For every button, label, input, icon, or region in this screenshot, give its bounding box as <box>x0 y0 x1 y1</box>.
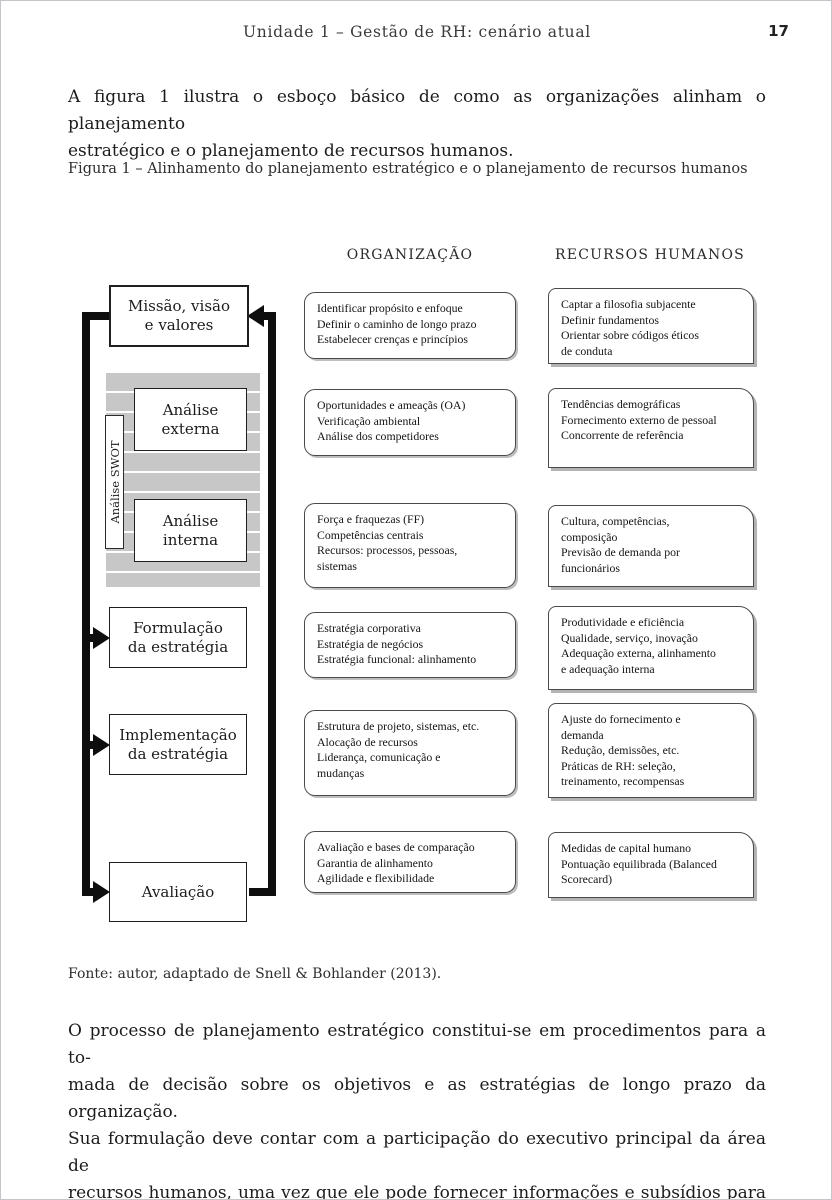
column-header-human-resources: RECURSOS HUMANOS <box>555 247 745 263</box>
hr-box-avaliacao: Medidas de capital humano Pontuação equi… <box>548 832 754 898</box>
flow-line-bottom-right-stub <box>249 888 276 896</box>
hr-box-implementacao: Ajuste do fornecimento e demanda Redução… <box>548 703 754 798</box>
org-box-analise-externa: Oportunidades e ameaçãs (OA) Verificação… <box>304 389 516 456</box>
flow-line-to-formulacao <box>82 634 96 642</box>
intro-paragraph: A figura 1 ilustra o esboço básico de co… <box>68 84 766 165</box>
figure-caption: Figura 1 – Alinhamento do planejamento e… <box>68 161 748 177</box>
column-header-organization: ORGANIZAÇÃO <box>346 247 474 263</box>
stage-box-avaliacao: Avaliação <box>109 862 247 922</box>
stage-box-formulacao-estrategia: Formulação da estratégia <box>109 607 247 668</box>
org-box-formulacao: Estratégia corporativa Estratégia de neg… <box>304 612 516 678</box>
flow-line-feedback-top <box>261 312 276 320</box>
stage-box-analise-externa: Análise externa <box>134 388 247 451</box>
body-line: mada de decisão sobre os objetivos e as … <box>68 1075 766 1122</box>
org-box-missao: Identificar propósito e enfoque Definir … <box>304 292 516 359</box>
intro-line: A figura 1 ilustra o esboço básico de co… <box>68 87 766 134</box>
running-header-title: Unidade 1 – Gestão de RH: cenário atual <box>243 23 591 41</box>
org-box-implementacao: Estrutura de projeto, sistemas, etc. Alo… <box>304 710 516 796</box>
flow-line-to-avaliacao <box>82 888 96 896</box>
flow-line-top-left-stub <box>82 312 109 320</box>
swot-label: Análise SWOT <box>107 440 122 524</box>
hr-box-formulacao: Produtividade e eficiência Qualidade, se… <box>548 606 754 690</box>
org-box-analise-interna: Força e fraquezas (FF) Competências cent… <box>304 503 516 588</box>
body-line: O processo de planejamento estratégico c… <box>68 1021 766 1068</box>
stage-box-missao-visao-valores: Missão, visão e valores <box>109 285 249 347</box>
hr-box-missao: Captar a filosofia subjacente Definir fu… <box>548 288 754 364</box>
figure-source: Fonte: autor, adaptado de Snell & Bohlan… <box>68 966 442 982</box>
arrow-head-right-icon <box>93 881 110 903</box>
hr-box-analise-interna: Cultura, competências, composição Previs… <box>548 505 754 587</box>
body-paragraph: O processo de planejamento estratégico c… <box>68 1018 766 1200</box>
hr-box-analise-externa: Tendências demográficas Fornecimento ext… <box>548 388 754 468</box>
intro-line: estratégico e o planejamento de recursos… <box>68 141 514 161</box>
body-line: Sua formulação deve contar com a partici… <box>68 1129 766 1176</box>
arrow-head-right-icon <box>93 627 110 649</box>
flow-line-right-vertical <box>268 312 276 896</box>
org-box-avaliacao: Avaliação e bases de comparação Garantia… <box>304 831 516 893</box>
swot-label-tab: Análise SWOT <box>105 415 124 549</box>
flow-line-to-implementacao <box>82 741 96 749</box>
page-number: 17 <box>768 22 789 40</box>
arrow-head-right-icon <box>93 734 110 756</box>
stage-box-analise-interna: Análise interna <box>134 499 247 562</box>
stage-box-implementacao-estrategia: Implementação da estratégia <box>109 714 247 775</box>
body-line: recursos humanos, uma vez que ele pode f… <box>68 1183 766 1200</box>
flow-line-left-vertical <box>82 312 90 896</box>
arrow-head-left-icon <box>247 305 264 327</box>
